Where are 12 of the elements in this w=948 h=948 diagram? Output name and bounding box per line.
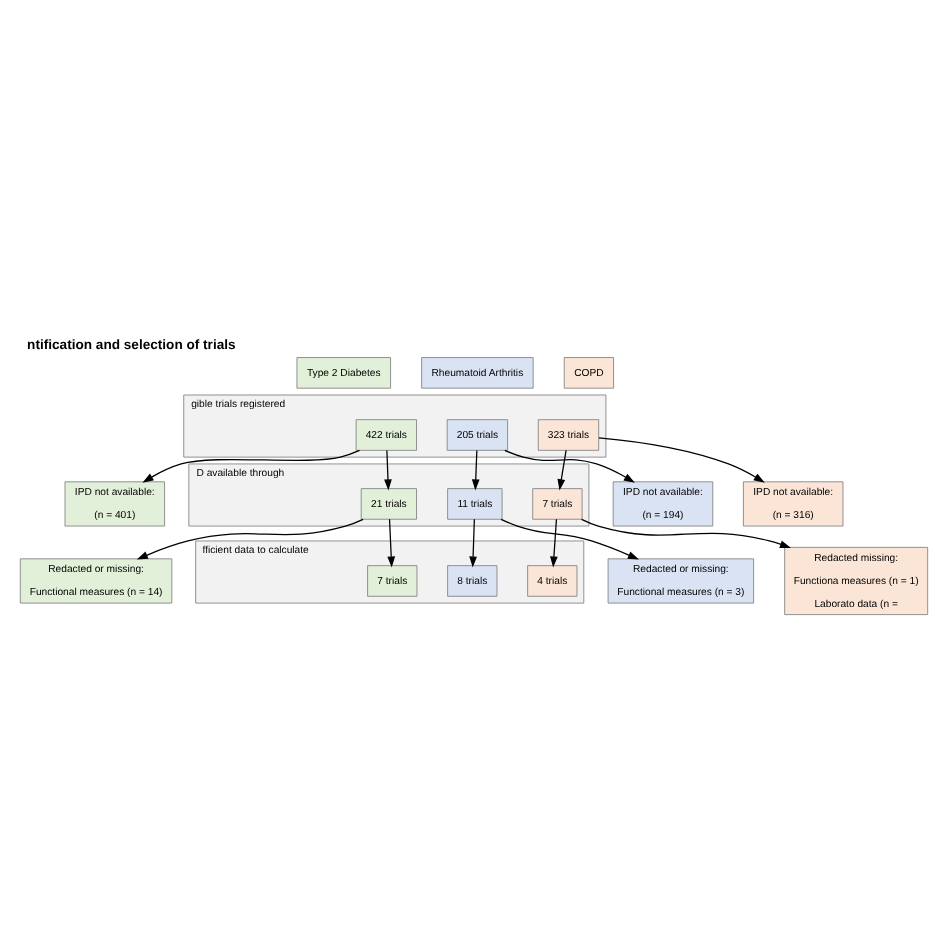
arrow <box>136 517 364 559</box>
arrow <box>142 448 361 482</box>
arrow <box>557 448 567 490</box>
arrow <box>550 517 558 567</box>
arrow <box>384 448 392 490</box>
arrow <box>598 436 765 482</box>
arrow <box>500 517 639 559</box>
arrow <box>387 517 396 567</box>
arrow <box>580 517 792 547</box>
arrow <box>471 448 480 490</box>
arrow <box>504 448 635 482</box>
arrow <box>469 517 477 567</box>
